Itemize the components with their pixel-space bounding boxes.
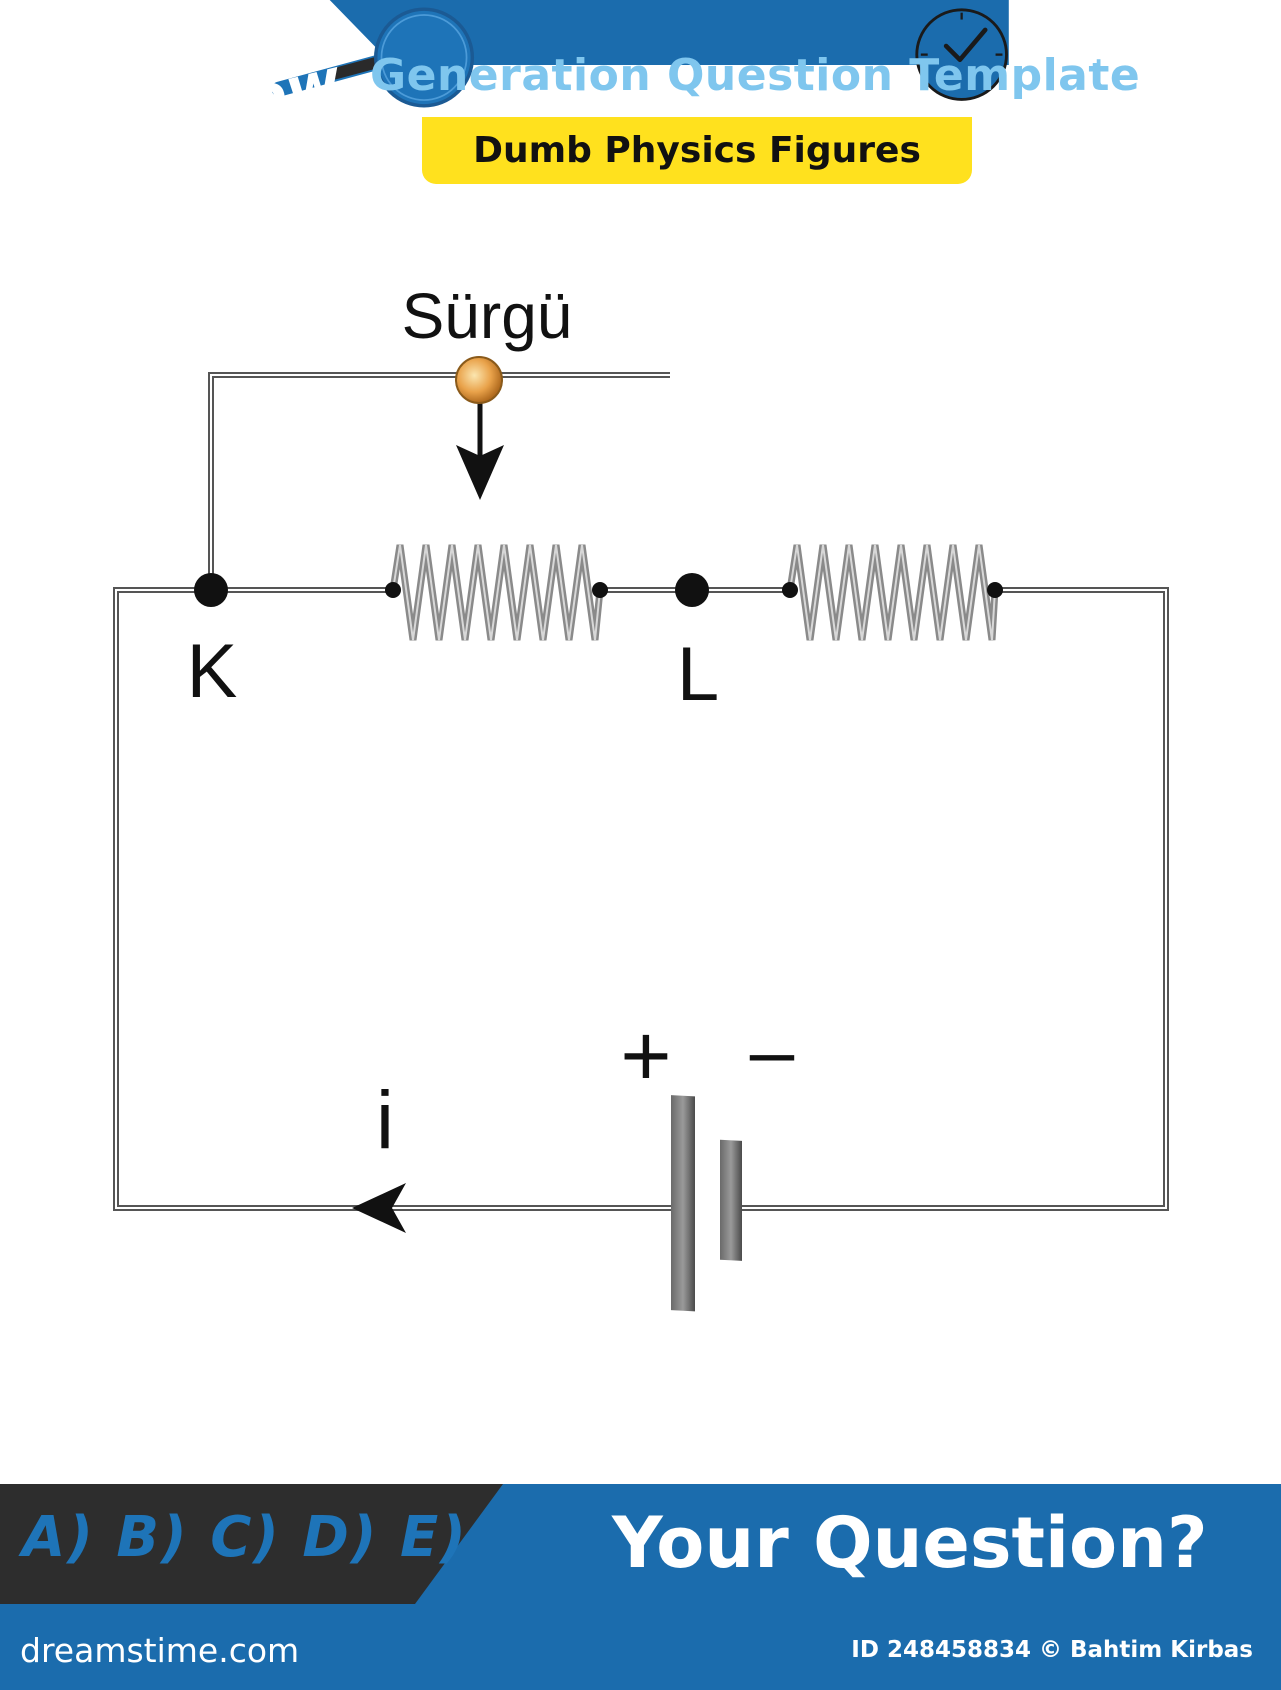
footer-credit: ID 248458834 © Bahtim Kirbas <box>851 1637 1253 1663</box>
question-prompt: Your Question? <box>612 1502 1208 1584</box>
node-k <box>194 573 228 607</box>
footer-bar <box>0 1604 1281 1690</box>
battery-negative-plate <box>720 1139 742 1261</box>
node-k-label: K <box>187 629 238 714</box>
slider-arrow-head <box>456 445 504 500</box>
node-l <box>675 573 709 607</box>
terminal-dot <box>385 582 401 598</box>
terminal-dot <box>782 582 798 598</box>
node-l-label: L <box>677 632 719 717</box>
circuit-diagram: Sürgü K L + – i <box>113 280 1169 1312</box>
checkmark-icon <box>943 27 988 63</box>
battery-positive-plate <box>671 1095 695 1312</box>
magnifier-lens-icon <box>373 7 475 108</box>
terminal-dot <box>592 582 608 598</box>
minus-sign: – <box>750 1006 795 1095</box>
header-bar <box>271 0 1009 108</box>
clock-number: 25. <box>1064 12 1158 76</box>
plus-sign: + <box>620 1006 671 1105</box>
options-panel <box>0 1484 503 1604</box>
subtitle-box: Dumb Physics Figures <box>422 117 972 184</box>
bottom-bar <box>0 1484 1281 1604</box>
subtitle-text: Dumb Physics Figures <box>473 130 921 171</box>
terminal-dot <box>987 582 1003 598</box>
header-title: Generation Question Template <box>370 50 1141 101</box>
footer-brand: dreamstime.com <box>20 1631 300 1670</box>
answer-options: A) B) C) D) E) <box>22 1505 468 1570</box>
current-label: i <box>376 1075 394 1166</box>
clock-unit: hour <box>1148 102 1253 153</box>
slider-label: Sürgü <box>402 280 573 352</box>
current-arrow <box>352 1183 406 1233</box>
header-background <box>329 0 1009 65</box>
slider-knob[interactable] <box>455 356 503 404</box>
